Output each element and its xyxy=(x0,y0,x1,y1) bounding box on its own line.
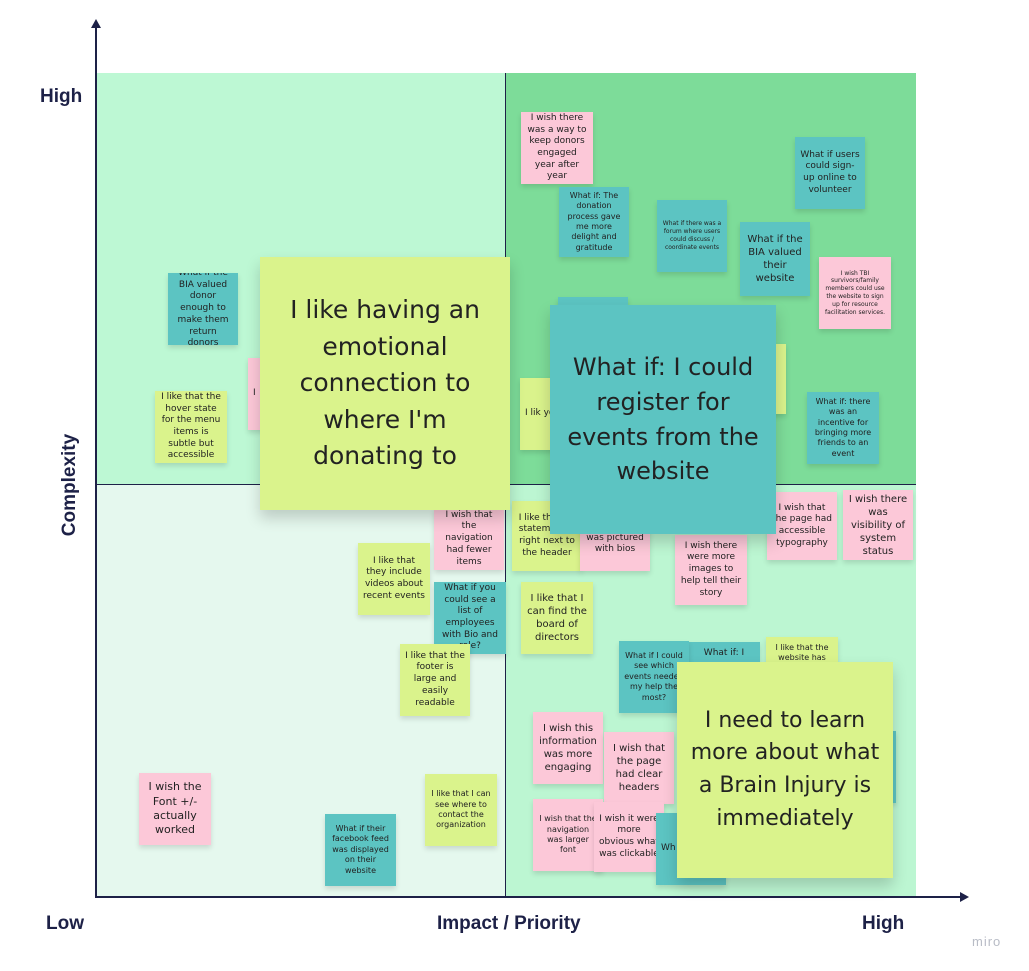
sticky-note[interactable]: I wish there was visibility of system st… xyxy=(843,490,913,560)
sticky-note[interactable]: What if the BIA valued their website xyxy=(740,222,810,296)
sticky-note[interactable]: I wish that the navigation was larger fo… xyxy=(533,799,603,871)
miro-logo: miro xyxy=(972,934,1002,949)
sticky-note[interactable]: I wish there was a way to keep donors en… xyxy=(521,112,593,184)
sticky-note[interactable]: What if there was a forum where users co… xyxy=(657,200,727,272)
sticky-note[interactable]: I like that I can find the board of dire… xyxy=(521,582,593,654)
x-low-label: Low xyxy=(46,913,84,934)
sticky-note-large[interactable]: I need to learn more about what a Brain … xyxy=(677,662,893,878)
x-axis-arrow-icon xyxy=(960,892,969,902)
x-high-label: High xyxy=(862,913,905,934)
x-axis-label: Impact / Priority xyxy=(437,913,581,934)
sticky-note[interactable]: I wish there were more images to help te… xyxy=(675,535,747,605)
sticky-note[interactable]: I wish it were more obvious what was cli… xyxy=(594,802,664,872)
sticky-note[interactable]: What if users could sign-up online to vo… xyxy=(795,137,865,209)
sticky-note[interactable]: What if: The donation process gave me mo… xyxy=(559,187,629,257)
sticky-note[interactable]: What if their facebook feed was displaye… xyxy=(325,814,396,886)
sticky-note[interactable]: What if: there was an incentive for brin… xyxy=(807,392,879,464)
y-axis-label: Complexity xyxy=(59,433,80,537)
y-axis-line xyxy=(95,26,97,898)
sticky-note[interactable]: I wish that the page had accessible typo… xyxy=(767,492,837,560)
sticky-note[interactable]: I wish the Font +/- actually worked xyxy=(139,773,211,845)
sticky-note[interactable]: I wish TBI survivors/family members coul… xyxy=(819,257,891,329)
y-high-label: High xyxy=(40,86,83,107)
sticky-note[interactable]: I like that I can see where to contact t… xyxy=(425,774,497,846)
y-axis-arrow-icon xyxy=(91,19,101,28)
sticky-note[interactable]: I like that the hover state for the menu… xyxy=(155,391,227,463)
sticky-note-large[interactable]: What if: I could register for events fro… xyxy=(550,305,776,534)
sticky-note[interactable]: I wish this information was more engagin… xyxy=(533,712,603,784)
sticky-note[interactable]: What if the BIA valued donor enough to m… xyxy=(168,273,238,345)
sticky-note[interactable]: I wish that the page had clear headers xyxy=(604,732,674,804)
sticky-note[interactable]: I wish that the navigation had fewer ite… xyxy=(434,508,504,570)
sticky-note-large[interactable]: I like having an emotional connection to… xyxy=(260,257,510,510)
sticky-note[interactable]: I like that they include videos about re… xyxy=(358,543,430,615)
x-axis-line xyxy=(95,896,961,898)
sticky-note[interactable]: I like that the footer is large and easi… xyxy=(400,644,470,716)
